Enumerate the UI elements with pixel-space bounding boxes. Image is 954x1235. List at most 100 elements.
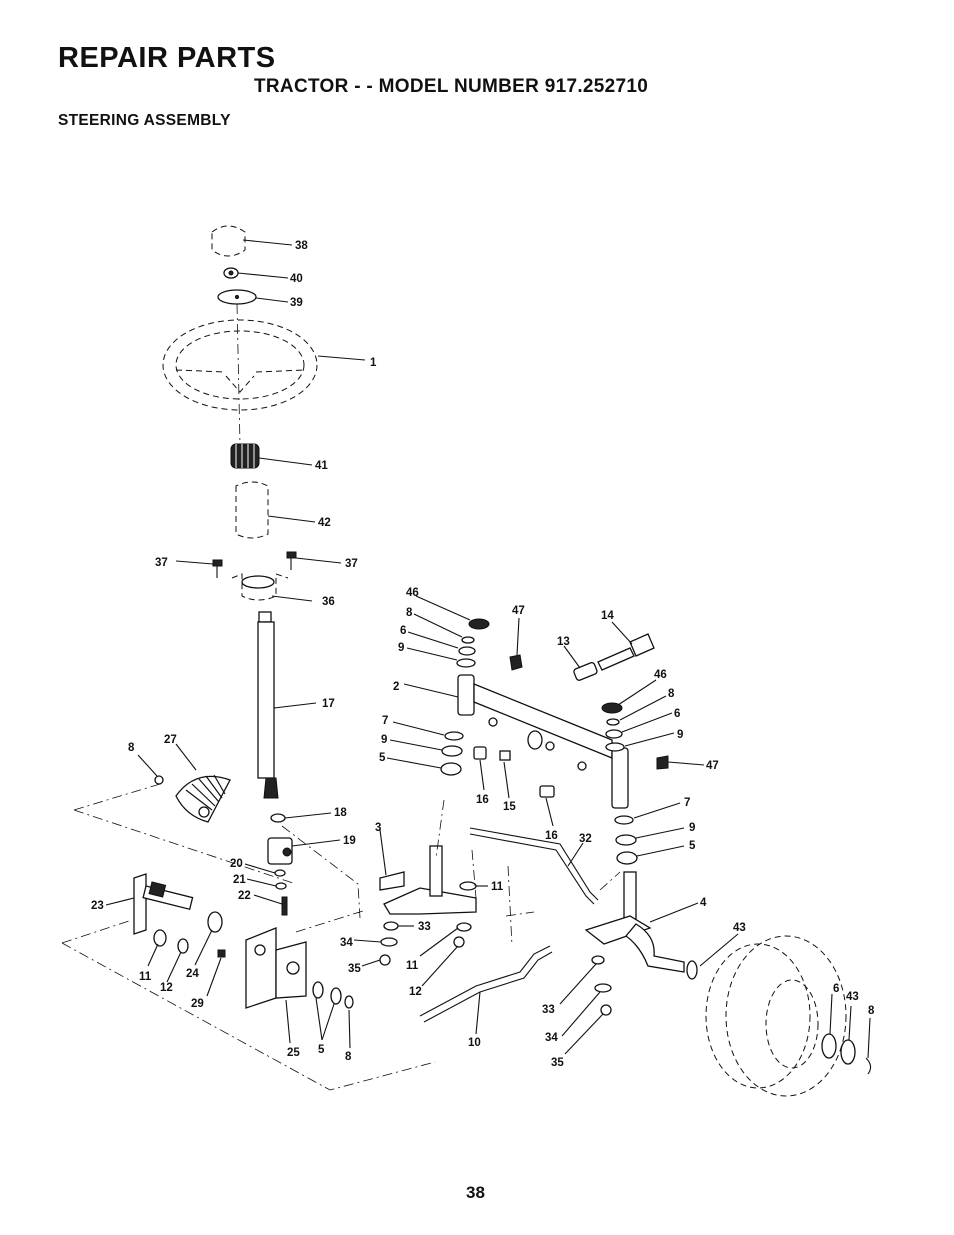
callout-15: 15 xyxy=(503,801,516,813)
steering-cap-part xyxy=(211,225,293,257)
callout-11-arm: 11 xyxy=(139,971,152,983)
left-spindle-part xyxy=(379,829,477,915)
callout-29: 29 xyxy=(191,998,204,1010)
steering-bracket-part xyxy=(245,927,307,1044)
steering-shaft-part xyxy=(257,611,317,799)
callout-22: 22 xyxy=(238,890,251,902)
callout-12-lower: 12 xyxy=(409,986,422,998)
callout-9-right: 9 xyxy=(677,729,683,741)
callout-10: 10 xyxy=(468,1037,481,1049)
callout-23: 23 xyxy=(91,900,104,912)
callout-18: 18 xyxy=(334,807,347,819)
callout-38: 38 xyxy=(295,240,308,252)
callout-9-left: 9 xyxy=(398,642,404,654)
callout-8-right: 8 xyxy=(668,688,675,700)
callout-6-right: 6 xyxy=(674,708,680,720)
callout-5-right: 5 xyxy=(689,840,696,852)
callout-47-top: 47 xyxy=(512,605,525,617)
axle-right-lower-part xyxy=(614,802,685,865)
callout-6-wheel: 6 xyxy=(833,983,839,995)
callout-36: 36 xyxy=(322,596,335,608)
callout-2: 2 xyxy=(393,681,399,693)
column-bracket-part xyxy=(231,573,313,602)
callout-40: 40 xyxy=(290,273,303,285)
callout-32: 32 xyxy=(579,833,592,845)
callout-11-spindle: 11 xyxy=(491,881,504,893)
callout-8-wheel: 8 xyxy=(868,1005,875,1017)
callout-34-left: 34 xyxy=(340,937,353,949)
front-wheel-part xyxy=(705,935,872,1097)
steering-wheel-part xyxy=(162,319,366,411)
callout-42: 42 xyxy=(318,517,331,529)
steering-arm-part xyxy=(105,873,194,935)
axle-left-lower-part xyxy=(386,721,464,776)
axle-left-hardware-part xyxy=(406,595,490,668)
drag-link-part xyxy=(469,827,599,905)
callout-41: 41 xyxy=(315,460,328,472)
tie-rod-part xyxy=(419,945,553,1035)
callout-35-left: 35 xyxy=(348,963,361,975)
axle-bushings-part xyxy=(473,746,555,827)
callout-20: 20 xyxy=(230,858,243,870)
callout-37-left: 37 xyxy=(155,557,168,569)
callout-39: 39 xyxy=(290,297,303,309)
callout-8-gear: 8 xyxy=(128,742,135,754)
front-axle-part xyxy=(403,674,629,809)
callout-11-lower: 11 xyxy=(406,960,419,972)
section-heading: STEERING ASSEMBLY xyxy=(58,112,231,129)
callout-13: 13 xyxy=(557,636,570,648)
column-bolts-part xyxy=(175,551,342,578)
callout-37-right: 37 xyxy=(345,558,358,570)
callout-5-bracket: 5 xyxy=(318,1044,325,1056)
callout-4: 4 xyxy=(700,897,707,909)
left-spindle-hardware-part xyxy=(353,881,488,987)
callout-27: 27 xyxy=(164,734,177,746)
column-bushing-part xyxy=(235,481,316,539)
callout-14: 14 xyxy=(601,610,614,622)
bracket-washers-part xyxy=(312,981,354,1049)
callout-17: 17 xyxy=(322,698,335,710)
model-subtitle: TRACTOR - - MODEL NUMBER 917.252710 xyxy=(254,76,649,97)
callout-8-left: 8 xyxy=(406,607,413,619)
steering-adapter-part xyxy=(230,443,313,469)
pinion-hardware-part xyxy=(244,863,288,916)
callout-16-right: 16 xyxy=(545,830,558,842)
callout-46-right: 46 xyxy=(654,669,667,681)
callout-35-right: 35 xyxy=(551,1057,564,1069)
callout-34-right: 34 xyxy=(545,1032,558,1044)
callout-43-spindle: 43 xyxy=(733,922,746,934)
callout-21: 21 xyxy=(233,874,246,886)
gear-clip-part xyxy=(137,754,164,785)
axle-right-hardware-part xyxy=(601,679,675,752)
callout-5-left: 5 xyxy=(379,752,386,764)
callout-33-left: 33 xyxy=(418,921,431,933)
callout-3: 3 xyxy=(375,822,381,834)
callout-1: 1 xyxy=(370,357,377,369)
callout-7-left: 7 xyxy=(382,715,388,727)
right-spindle-hardware-part xyxy=(559,955,612,1055)
grease-fittings-part xyxy=(509,617,705,770)
callout-47-right: 47 xyxy=(706,760,719,772)
callout-43-wheel: 43 xyxy=(846,991,859,1003)
callout-9-lower-right: 9 xyxy=(689,822,695,834)
page-title: REPAIR PARTS xyxy=(58,42,276,74)
callout-46-left: 46 xyxy=(406,587,419,599)
steering-nut-part xyxy=(223,267,289,279)
callout-19: 19 xyxy=(343,835,356,847)
steering-washer-part xyxy=(217,289,289,305)
pinion-housing-part xyxy=(267,837,341,865)
callout-16-left: 16 xyxy=(476,794,489,806)
callout-25: 25 xyxy=(287,1047,300,1059)
callout-24: 24 xyxy=(186,968,199,980)
callout-33-right: 33 xyxy=(542,1004,555,1016)
callout-7-right: 7 xyxy=(684,797,690,809)
arm-hardware-part xyxy=(147,911,226,997)
callout-9-lower-left: 9 xyxy=(381,734,387,746)
pivot-bolt-part xyxy=(563,621,655,681)
page-number: 38 xyxy=(466,1183,485,1202)
callout-6-left: 6 xyxy=(400,625,406,637)
shaft-washer-part xyxy=(270,812,332,823)
callout-8-bracket: 8 xyxy=(345,1051,352,1063)
steering-gear-part xyxy=(175,743,231,823)
